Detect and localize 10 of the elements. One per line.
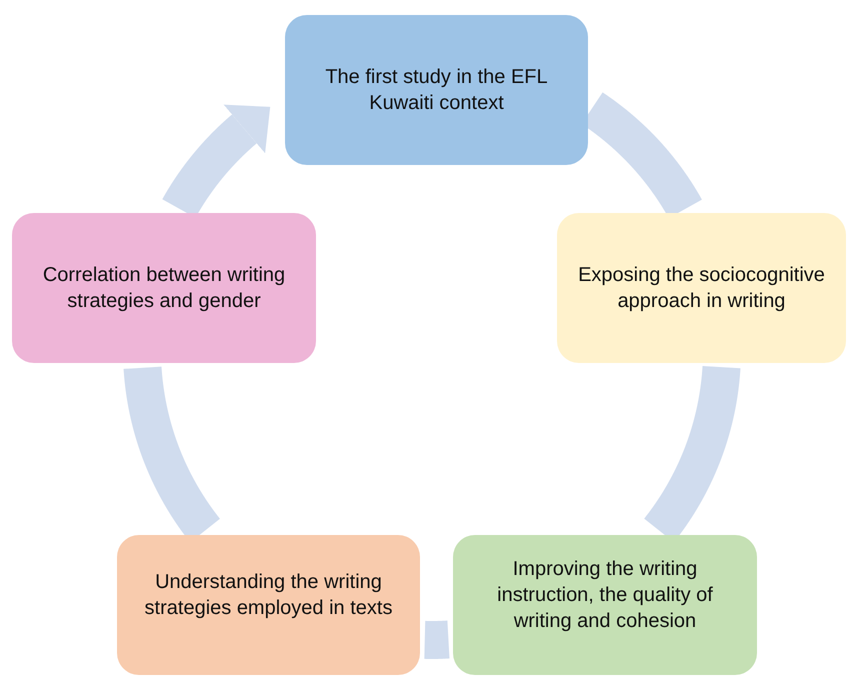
rounded-box xyxy=(12,213,316,363)
box-text: Understanding the writing strategies employed in texts xyxy=(144,570,394,621)
rounded-box xyxy=(117,535,420,675)
box-text: Correlation between writing strategies and gender xyxy=(42,263,286,314)
rounded-box xyxy=(453,535,757,675)
box-text: The first study in the EFL Kuwaiti context xyxy=(324,65,549,116)
box-text: Improving the writing instruction, the quality of writing and cohesion xyxy=(496,557,714,634)
box-text: Exposing the sociocognitive approach in writing xyxy=(577,263,826,314)
rounded-box xyxy=(557,213,846,363)
rounded-box xyxy=(285,15,588,165)
